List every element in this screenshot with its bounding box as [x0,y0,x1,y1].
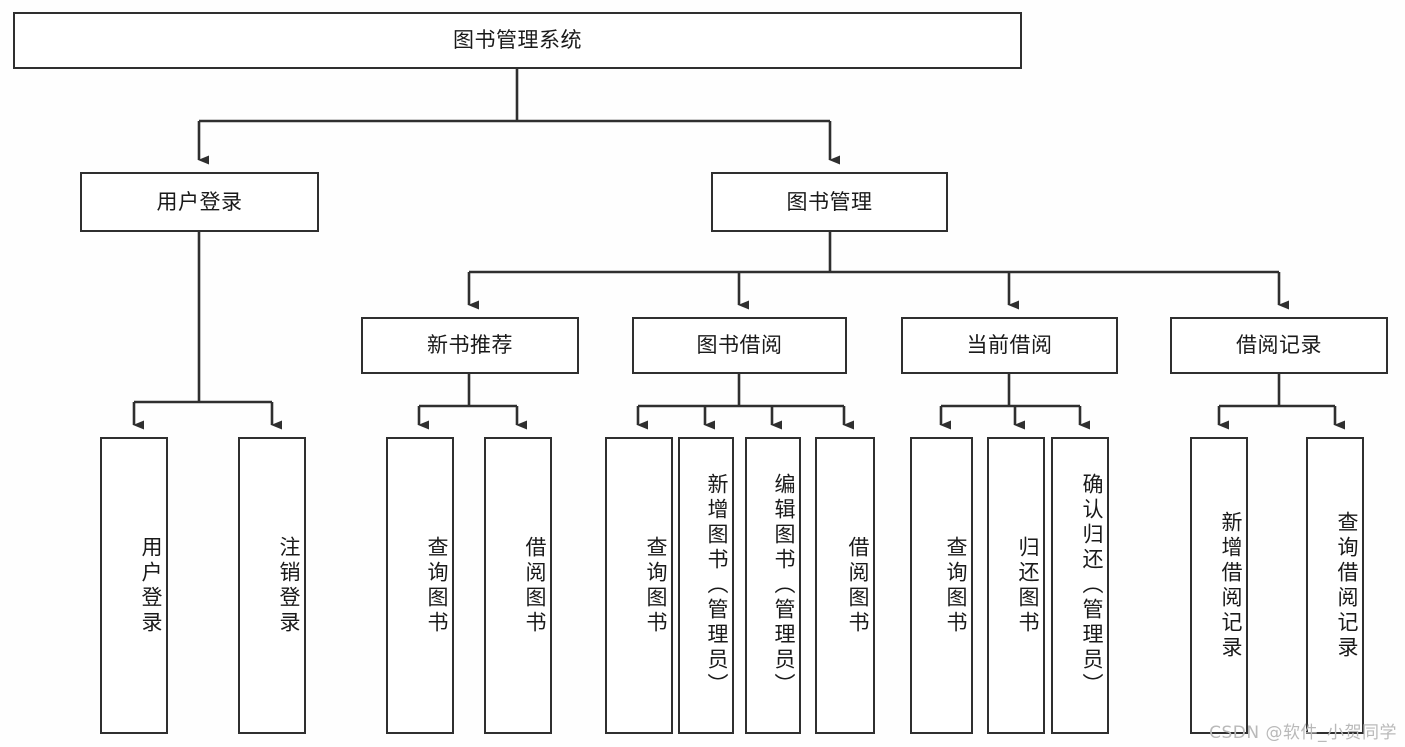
node-label: 注销登录 [277,535,301,636]
node-new-book-recommend[interactable]: 新书推荐 [361,317,579,374]
leaf-return-book[interactable]: 归还图书 [987,437,1045,734]
node-label: 归还图书 [1016,535,1040,636]
node-user-login[interactable]: 用户登录 [80,172,319,232]
leaf-confirm-return-admin[interactable]: 确认归还（管理员） [1051,437,1109,734]
leaf-query-book-current[interactable]: 查询图书 [910,437,973,734]
node-label: 用户登录 [156,189,243,214]
node-label: 新增借阅记录 [1219,510,1243,661]
node-book-management[interactable]: 图书管理 [711,172,948,232]
node-label: 查询图书 [644,535,668,636]
leaf-add-borrow-record[interactable]: 新增借阅记录 [1190,437,1248,734]
node-label: 查询借阅记录 [1335,510,1359,661]
node-root[interactable]: 图书管理系统 [13,12,1022,69]
node-label: 借阅记录 [1236,333,1322,358]
node-label: 借阅图书 [523,535,547,636]
node-borrow-record[interactable]: 借阅记录 [1170,317,1388,374]
leaf-query-borrow-record[interactable]: 查询借阅记录 [1306,437,1364,734]
leaf-user-login[interactable]: 用户登录 [100,437,168,734]
node-label: 借阅图书 [846,535,870,636]
node-label: 图书管理系统 [453,28,582,53]
node-label: 图书借阅 [696,333,783,358]
node-label: 编辑图书（管理员） [772,473,796,698]
node-book-borrow[interactable]: 图书借阅 [632,317,847,374]
node-label: 新增图书（管理员） [705,473,729,698]
node-label: 新书推荐 [427,333,513,358]
node-label: 查询图书 [944,535,968,636]
node-label: 用户登录 [139,535,163,636]
node-current-borrow[interactable]: 当前借阅 [901,317,1118,374]
node-label: 查询图书 [425,535,449,636]
node-label: 图书管理 [786,189,873,214]
leaf-query-book-recommend[interactable]: 查询图书 [386,437,454,734]
node-label: 确认归还（管理员） [1080,473,1104,698]
leaf-edit-book-admin[interactable]: 编辑图书（管理员） [745,437,801,734]
node-label: 当前借阅 [966,333,1053,358]
leaf-borrow-book[interactable]: 借阅图书 [815,437,875,734]
leaf-logout[interactable]: 注销登录 [238,437,306,734]
leaf-add-book-admin[interactable]: 新增图书（管理员） [678,437,734,734]
leaf-query-book-borrow[interactable]: 查询图书 [605,437,673,734]
csdn-watermark: CSDN @软件_小贺同学 [1209,723,1397,743]
leaf-borrow-book-recommend[interactable]: 借阅图书 [484,437,552,734]
